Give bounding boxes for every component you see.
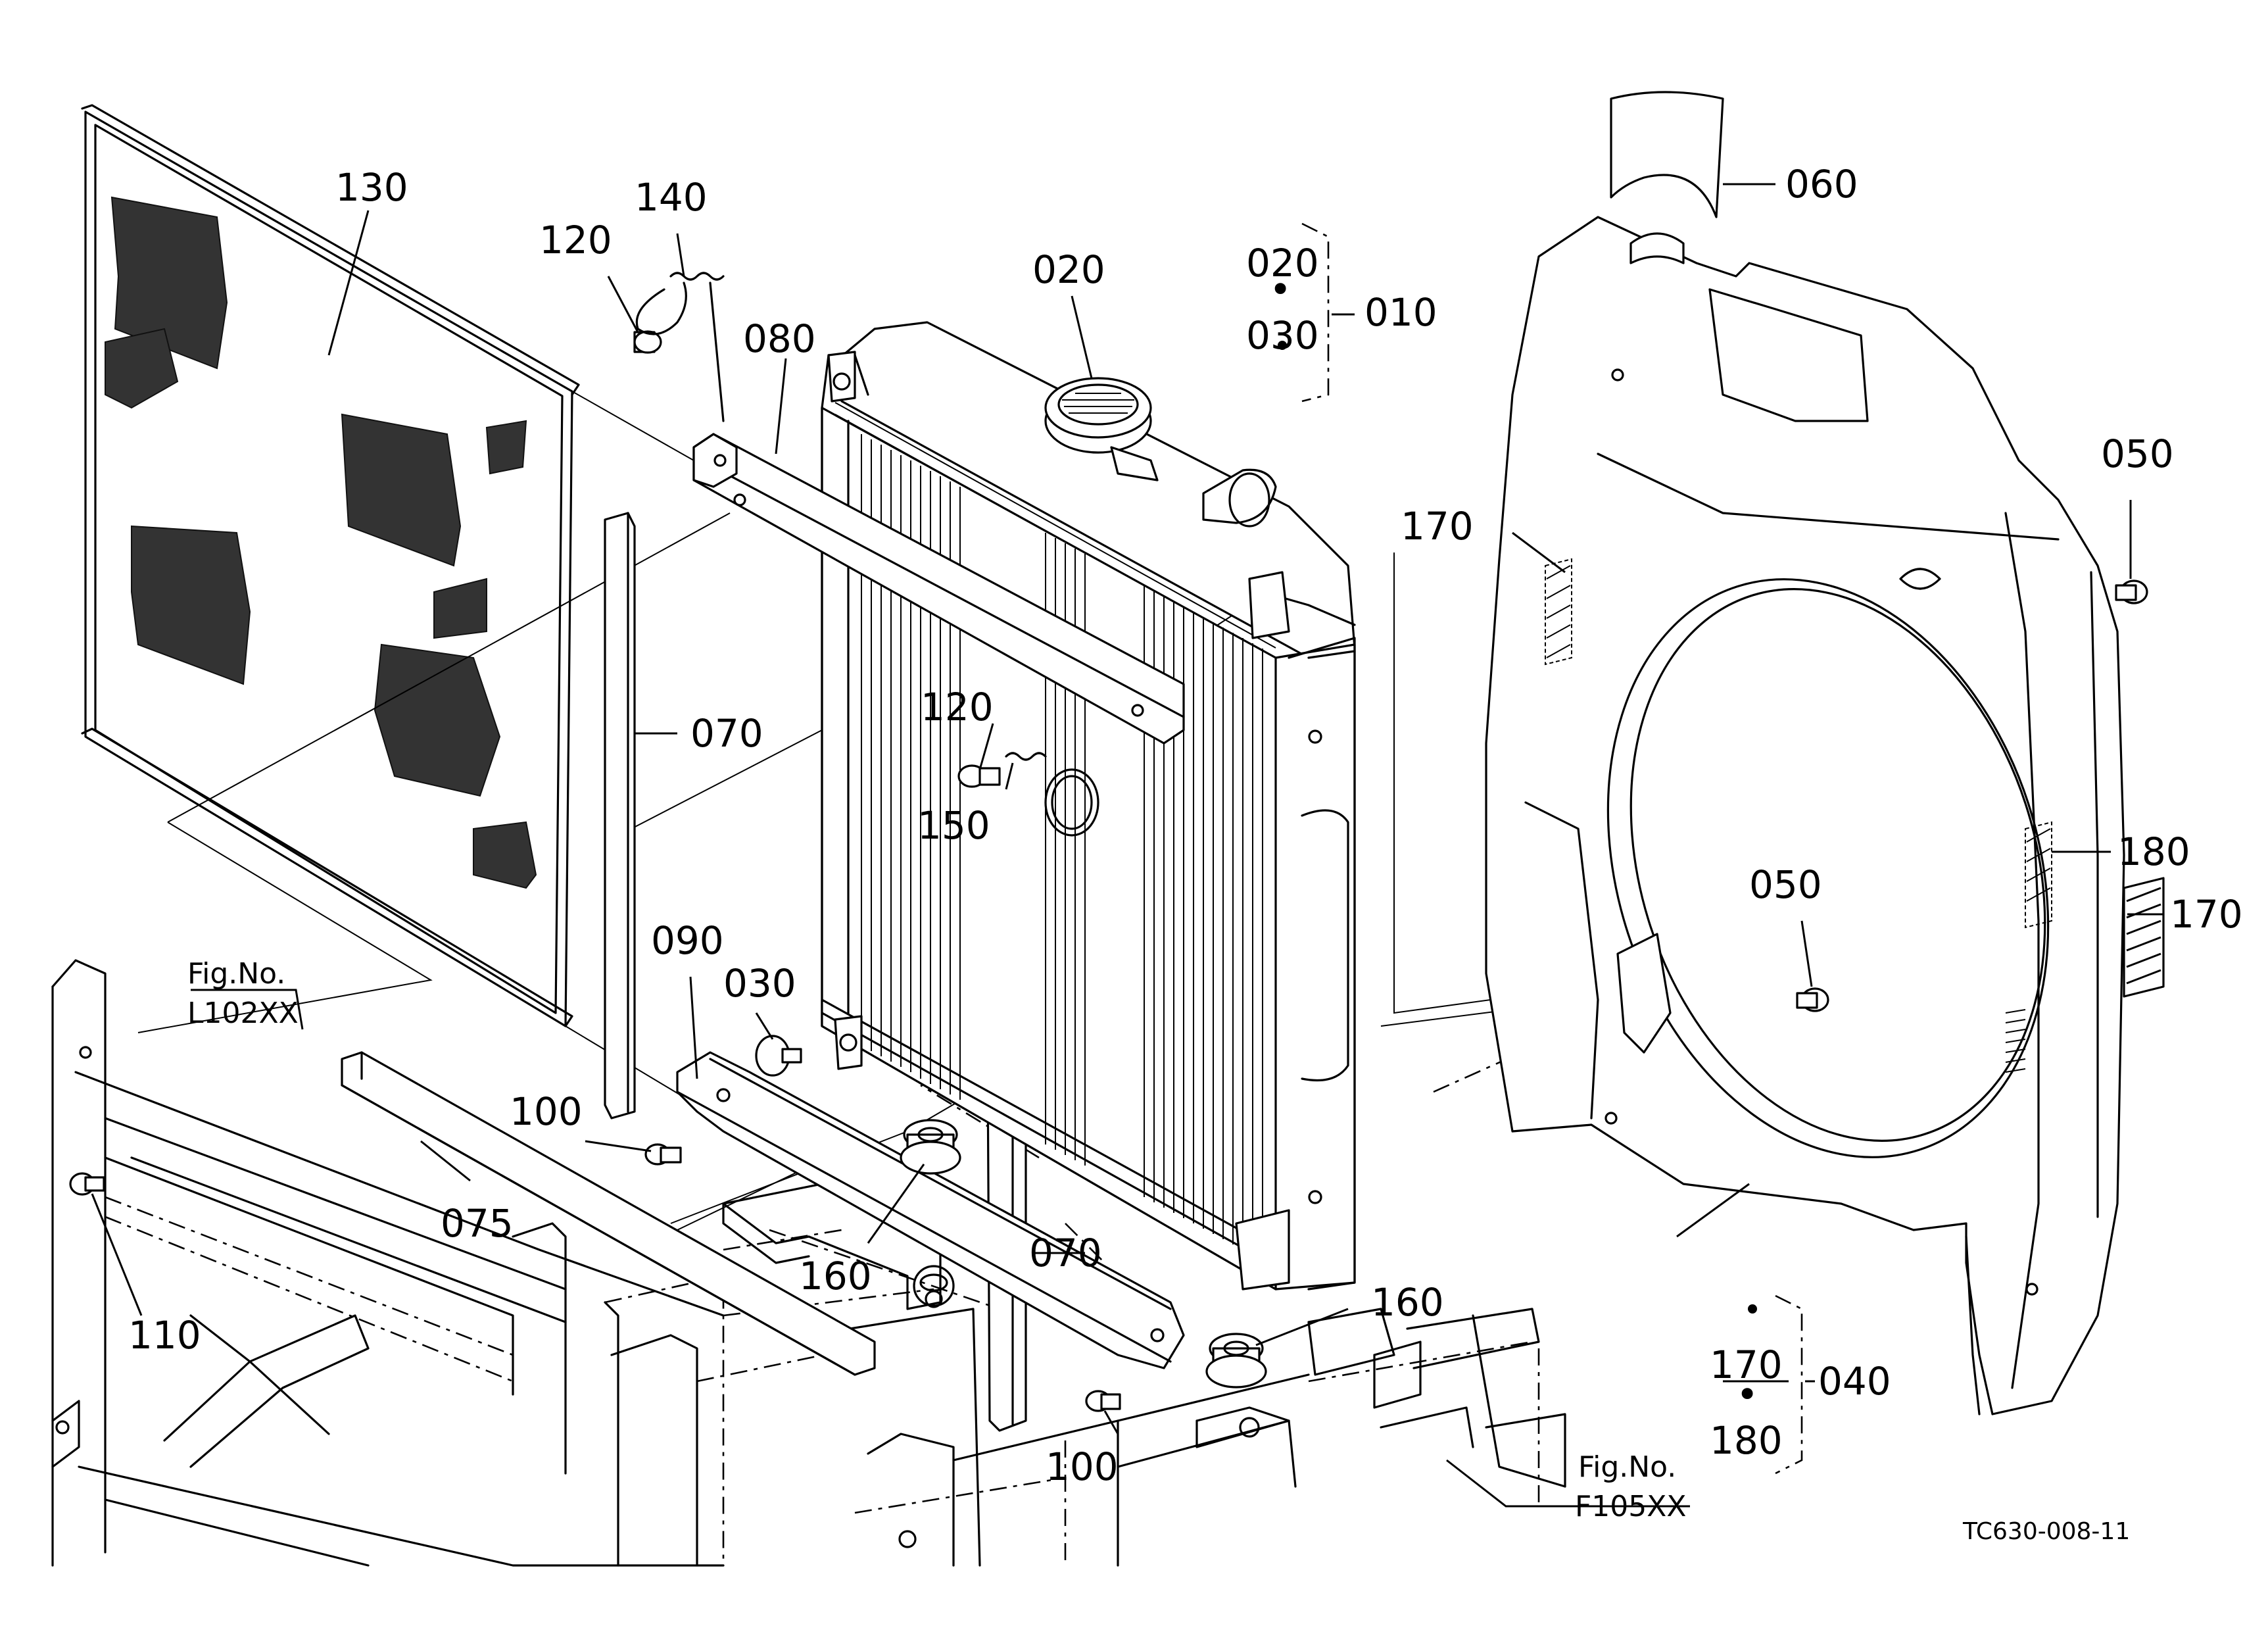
callout-170-group: 170 (1710, 1342, 1783, 1387)
decal-170-loose (2123, 877, 2165, 998)
callout-020-cap: 020 (1032, 247, 1105, 292)
callout-090: 090 (651, 918, 724, 963)
callout-130: 130 (335, 165, 408, 210)
cover-060 (1610, 91, 1724, 264)
callout-020-group: 020 (1246, 241, 1319, 285)
callout-170-right: 170 (2170, 892, 2243, 937)
callout-140: 140 (635, 175, 708, 220)
callout-070-left: 070 (690, 711, 763, 756)
callout-170-top: 170 (1401, 504, 1474, 549)
screen-130 (81, 104, 580, 1027)
callout-060: 060 (1785, 162, 1858, 207)
callout-180-group: 180 (1710, 1418, 1783, 1463)
bolt-050-center (1796, 987, 1829, 1012)
callout-075: 075 (441, 1201, 514, 1246)
ref-left-num: L102XX (187, 996, 299, 1030)
fan-shroud-040 (1485, 216, 2125, 1415)
callout-100-left: 100 (510, 1089, 583, 1134)
strip-075 (341, 1051, 876, 1376)
bolt-120-mid (957, 764, 1001, 788)
callout-070-center: 070 (1029, 1231, 1102, 1275)
callout-050-center: 050 (1749, 862, 1822, 907)
stay-090 (676, 1051, 1185, 1369)
bolt-100-right (1085, 1390, 1121, 1412)
screen-mesh-pattern (105, 196, 537, 889)
chassis-frame (51, 959, 1566, 1567)
bracket-080 (692, 433, 1185, 745)
radiator-cap-020 (1044, 377, 1159, 481)
callout-080: 080 (743, 316, 816, 361)
spring-140 (635, 272, 725, 422)
callout-150: 150 (917, 803, 990, 848)
callout-100-right: 100 (1046, 1444, 1119, 1489)
callout-180-right: 180 (2117, 829, 2190, 874)
cushion-160-right (1205, 1333, 1267, 1389)
callout-050-top: 050 (2101, 431, 2174, 476)
radiator-core-fins (861, 434, 1263, 1260)
callout-030-group: 030 (1246, 313, 1319, 358)
callout-160-right: 160 (1371, 1280, 1444, 1325)
callout-010: 010 (1364, 290, 1437, 335)
group-dot-1: • (1269, 267, 1291, 312)
callout-110: 110 (128, 1313, 201, 1358)
bolt-050-top (2115, 579, 2148, 604)
cushion-160-left (900, 1119, 961, 1175)
callout-160-left: 160 (799, 1254, 872, 1298)
callout-leaders (91, 183, 2163, 1508)
radiator-010 (821, 321, 1356, 1291)
bolt-110 (69, 1172, 105, 1196)
group-dot-2: • (1736, 1372, 1758, 1417)
grommet-030 (755, 1035, 802, 1077)
shroud-decal-170 (1545, 558, 1572, 666)
ref-left-fig: Fig.No. (187, 957, 285, 991)
callout-120-mid: 120 (921, 685, 994, 729)
callout-labels: 130 140 120 080 020 020 • 030 010 060 05… (128, 162, 2243, 1545)
callout-120-top: 120 (539, 218, 612, 262)
drawing-code: TC630-008-11 (1962, 1518, 2130, 1545)
strip-070-left (604, 512, 636, 1119)
spring-150 (1005, 752, 1099, 837)
callout-030: 030 (723, 961, 796, 1006)
ref-right-fig: Fig.No. (1578, 1450, 1676, 1484)
callout-040: 040 (1818, 1359, 1891, 1404)
shroud-decal-180 (2025, 821, 2052, 929)
ref-right-num: F105XX (1575, 1490, 1687, 1523)
bolt-100-left (644, 1143, 682, 1166)
